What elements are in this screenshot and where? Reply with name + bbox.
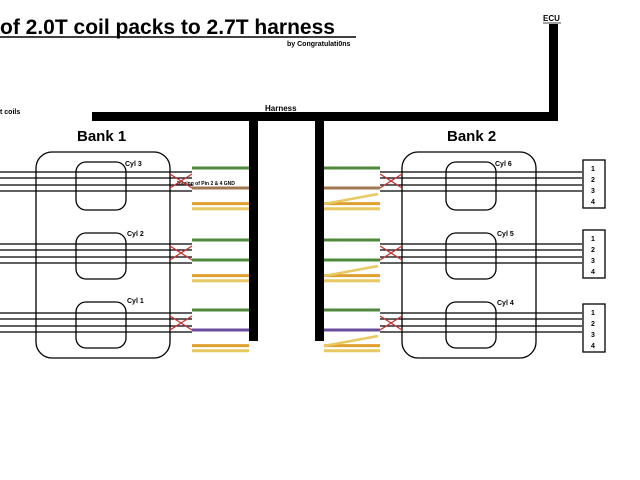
bank2-splice-red	[379, 173, 403, 189]
cyl3-label: Cyl 3	[125, 161, 142, 168]
connector-pin-label: 1	[591, 236, 595, 243]
bank1-coil-frame	[35, 151, 171, 359]
pin-connectors: 1 2 3 4 1 2 3 4 1 2 3 4	[582, 159, 606, 353]
connector-pin-label: 3	[591, 258, 595, 265]
cyl5-label: Cyl 5	[497, 231, 514, 238]
coil-pack-cyl2	[75, 232, 127, 280]
connector-body	[582, 159, 606, 209]
bank2-crossover-wire	[323, 264, 379, 278]
coil-pack-cyl3	[75, 161, 127, 211]
bank1-splice-red	[169, 245, 193, 261]
connector-pin-label: 3	[591, 188, 595, 195]
bank2-splice-red	[379, 245, 403, 261]
bank2-splice-red	[379, 315, 403, 331]
connector-pin-label: 2	[591, 177, 595, 184]
connector-pin-label: 2	[591, 247, 595, 254]
cyl1-label: Cyl 1	[127, 298, 144, 305]
author-credit: by Congratulati0ns	[287, 41, 351, 48]
bank2-crossover-wire	[323, 334, 379, 348]
cyl6-label: Cyl 6	[495, 161, 512, 168]
connector-pin-label: 2	[591, 321, 595, 328]
bank2-coil-frame	[401, 151, 537, 359]
bank2-crossover-wire	[323, 192, 379, 206]
connector-pin-label: 3	[591, 332, 595, 339]
bank1-label: Bank 1	[77, 128, 126, 145]
coil-pack-cyl6	[445, 161, 497, 211]
harness-label: Harness	[265, 104, 297, 113]
coils-label: t coils	[0, 109, 20, 116]
colored-harness-wires	[169, 166, 403, 353]
bank2-label: Bank 2	[447, 128, 496, 145]
coil-pack-cyl5	[445, 232, 497, 280]
ecu-label: ECU	[543, 14, 560, 23]
cyl4-label: Cyl 4	[497, 300, 514, 307]
cyl2-label: Cyl 2	[127, 231, 144, 238]
diagram-title: of 2.0T coil packs to 2.7T harness	[0, 16, 335, 39]
connector-pin-label: 4	[591, 199, 595, 206]
connector-pin-label: 1	[591, 166, 595, 173]
connector-pin-label: 4	[591, 269, 595, 276]
harness-bar-bank2	[315, 121, 324, 341]
joining-note: Joining of Pin 2 & 4 GND	[176, 181, 235, 187]
connector-body	[582, 303, 606, 353]
connector-body	[582, 229, 606, 279]
bank1-black-wires	[0, 171, 192, 333]
connector-pin-label: 1	[591, 310, 595, 317]
coil-pack-cyl4	[445, 301, 497, 349]
connector-pin-label: 4	[591, 343, 595, 350]
bank1-splice-red	[169, 173, 193, 189]
bank2-black-wires	[380, 171, 582, 333]
harness-bar-bank1	[249, 121, 258, 341]
bank1-splice-red	[169, 315, 193, 331]
coil-pack-cyl1	[75, 301, 127, 349]
